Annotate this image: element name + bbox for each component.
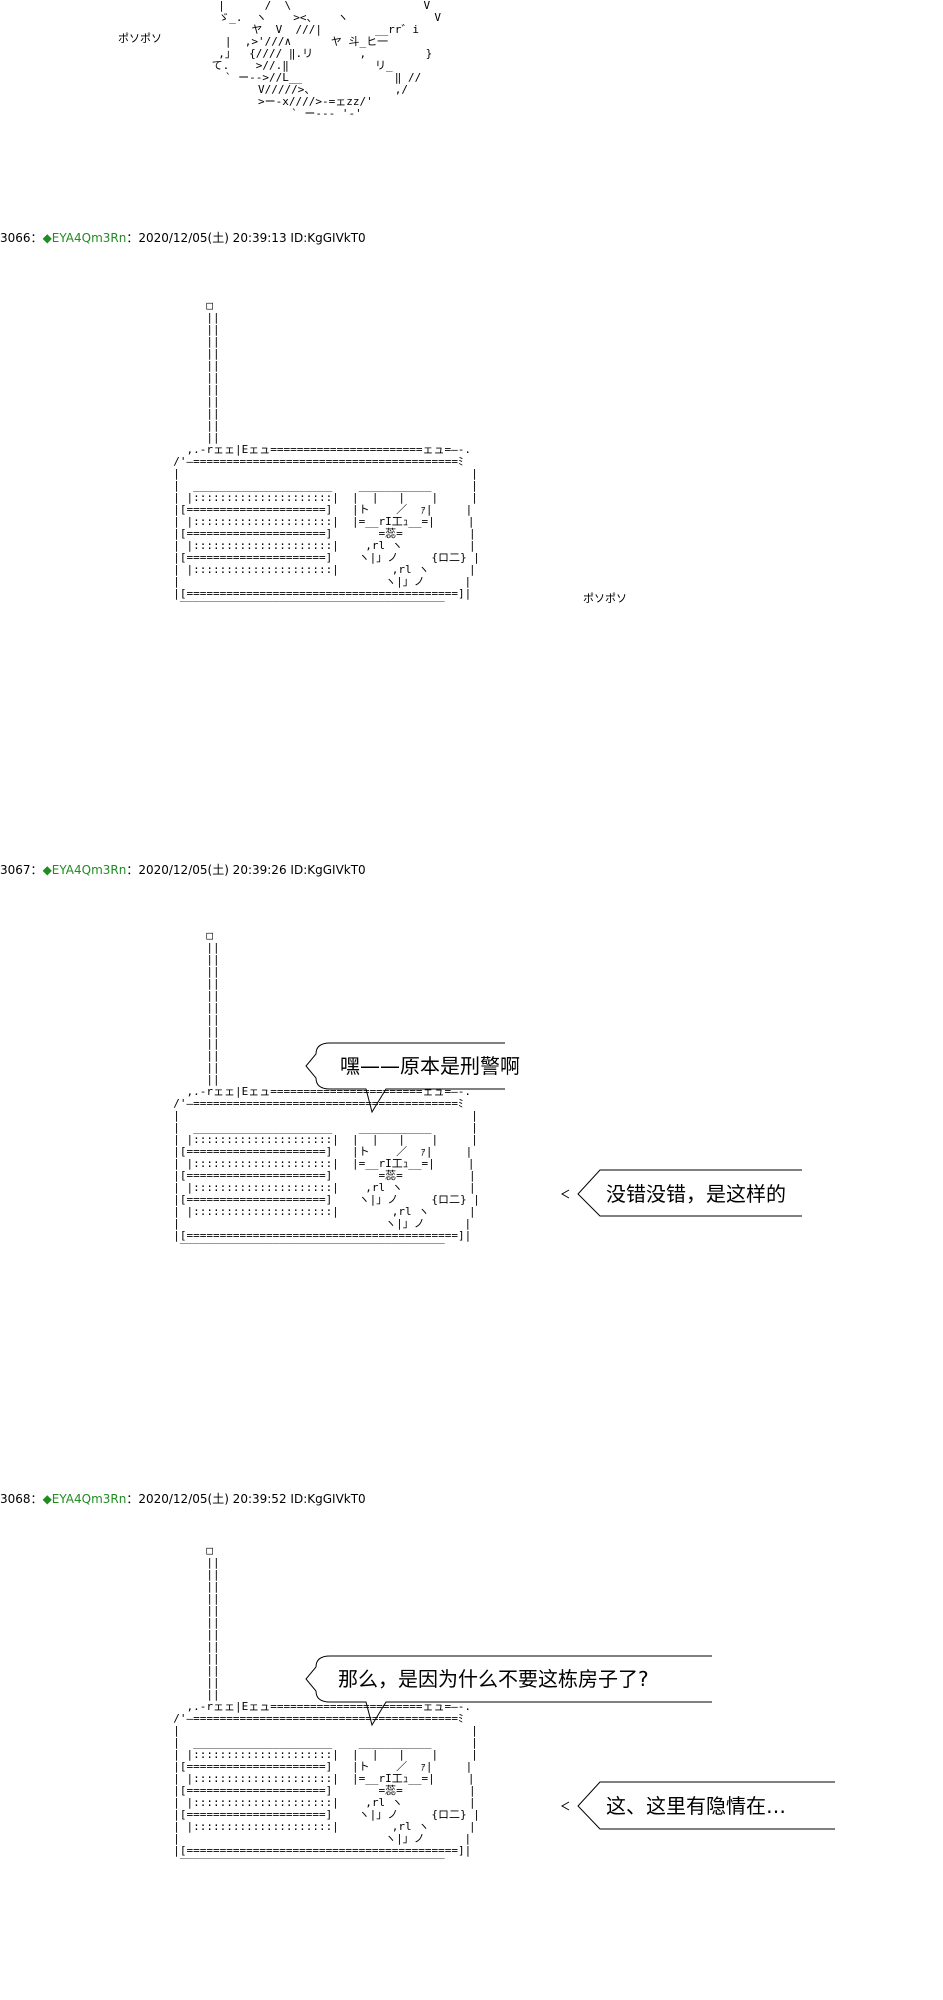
trip-code: EYA4Qm3Rn <box>51 1492 127 1506</box>
post-date: ：2020/12/05(土) 20:39:13 <box>126 231 287 245</box>
sfx-text: ポソポソ <box>583 592 627 605</box>
post-header: 3066：◆EYA4Qm3Rn：2020/12/05(土) 20:39:13 I… <box>0 230 366 246</box>
post-header: 3067：◆EYA4Qm3Rn：2020/12/05(土) 20:39:26 I… <box>0 862 366 878</box>
post-number[interactable]: 3067 <box>0 863 31 877</box>
separator: ： <box>30 231 43 245</box>
speech-bubble-top-text: 那么，是因为什么不要这栋房子了? <box>338 1667 649 1691</box>
speech-bubble-right-text: 没错没错，是这样的 <box>606 1182 786 1206</box>
separator: ： <box>30 1492 43 1506</box>
post-number[interactable]: 3066 <box>0 231 31 245</box>
top-sfx-text: ポソポソ <box>118 32 162 45</box>
post-id[interactable]: ID:KgGIVkT0 <box>290 1492 366 1506</box>
speech-bubble-right-text: 这、这里有隐情在… <box>606 1794 786 1818</box>
post-date: ：2020/12/05(土) 20:39:52 <box>126 1492 287 1506</box>
separator: ： <box>30 863 43 877</box>
trip-code: EYA4Qm3Rn <box>51 863 127 877</box>
post-date: ：2020/12/05(土) 20:39:26 <box>126 863 287 877</box>
trip-code: EYA4Qm3Rn <box>51 231 127 245</box>
post-number[interactable]: 3068 <box>0 1492 31 1506</box>
top-ascii-art: | / \ V ゞ_. ヽ ><、 ヽ V ヤ V ///| __rr゛i | … <box>211 0 442 120</box>
trip-diamond-icon: ◆ <box>42 1492 52 1506</box>
speech-bubble-top-text: 嘿——原本是刑警啊 <box>340 1054 520 1078</box>
post-id[interactable]: ID:KgGIVkT0 <box>290 231 366 245</box>
post-header: 3068：◆EYA4Qm3Rn：2020/12/05(土) 20:39:52 I… <box>0 1491 366 1507</box>
post-id[interactable]: ID:KgGIVkT0 <box>290 863 366 877</box>
trip-diamond-icon: ◆ <box>42 863 52 877</box>
radio-ascii-art: □ || || || || || || || || || || || || ,.… <box>173 1544 480 1869</box>
trip-diamond-icon: ◆ <box>42 231 52 245</box>
radio-ascii-art: □ || || || || || || || || || || || ,.-rェ… <box>173 299 480 612</box>
